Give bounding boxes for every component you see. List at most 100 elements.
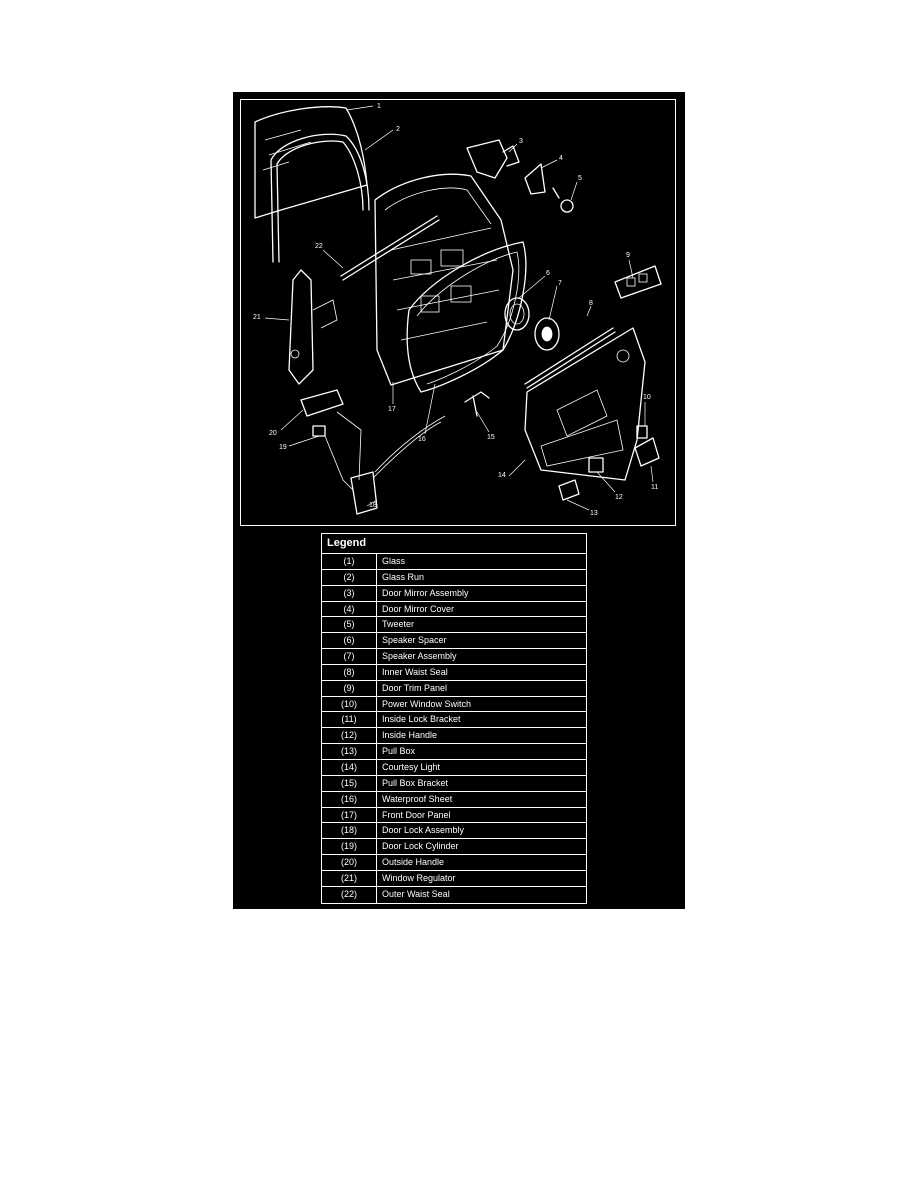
legend-row: (20) Outside Handle: [322, 855, 586, 871]
callout-6: 6: [546, 270, 550, 277]
legend-item-description: Waterproof Sheet: [382, 793, 453, 804]
legend-item-number: (3): [322, 585, 377, 601]
callout-17: 17: [388, 406, 396, 413]
legend-row: (3)Door Mirror Assembly: [322, 585, 586, 602]
callout-16: 16: [418, 436, 426, 443]
figure-frame: 1 2 3 4 5 6 7 8 9 10 11 12 13 14 15 16 1…: [233, 92, 685, 909]
leader-lines: [264, 105, 654, 511]
legend-item-number: (7): [322, 649, 377, 664]
legend-item-description: Speaker Assembly: [382, 651, 457, 662]
pull-box-part: [558, 479, 580, 501]
legend-item-number: (12): [322, 728, 377, 744]
callout-9: 9: [626, 252, 630, 259]
legend-item-description: Door Lock Assembly: [382, 825, 465, 836]
legend-item-number: (22): [322, 886, 377, 903]
legend-row: (12) Inside Handle: [322, 728, 586, 745]
legend-item-description: Outside Handle: [382, 857, 445, 868]
legend-item-description: Door Trim Panel: [382, 682, 448, 693]
outside-handle-part: [300, 389, 344, 417]
legend-row: (1) Glass: [322, 554, 586, 570]
legend-row: (17) Front Door Panel: [322, 807, 586, 824]
legend-item-description: Glass Run: [382, 571, 425, 582]
legend-row: (4) Door Mirror Cover: [322, 601, 586, 618]
window-regulator-part: [288, 269, 338, 385]
legend-item-description: Inside Lock Bracket: [382, 714, 461, 725]
legend-item-description: Inner Waist Seal: [382, 666, 448, 677]
legend-row: (2) Glass Run: [322, 569, 586, 586]
legend-item-description: Front Door Panel: [382, 809, 451, 820]
legend-item-description: Courtesy Light: [382, 761, 441, 772]
legend-row: (13) Pull Box: [322, 744, 586, 760]
callout-2: 2: [396, 126, 400, 133]
legend-item-description: Door Mirror Cover: [382, 603, 455, 614]
power-window-switch-part: [636, 425, 648, 439]
inside-handle-part: [588, 457, 604, 473]
legend-item-number: (17): [322, 807, 377, 823]
callout-21: 21: [253, 314, 261, 321]
callout-14: 14: [498, 472, 506, 479]
callout-13: 13: [590, 510, 598, 517]
legend-item-number: (13): [322, 744, 377, 759]
outer-waist-seal-part: [340, 215, 438, 277]
callout-11: 11: [651, 484, 659, 491]
door-parts-illustration: [254, 105, 662, 515]
door-mirror-cover-part: [524, 163, 546, 195]
legend-item-description: Power Window Switch: [382, 698, 472, 709]
legend-item-number: (6): [322, 633, 377, 649]
inner-waist-seal-part: [524, 327, 614, 385]
legend-item-description: Window Regulator: [382, 872, 456, 883]
legend-item-description: Glass: [382, 556, 406, 566]
legend-item-number: (1): [322, 554, 377, 569]
legend-item-number: (11): [322, 712, 377, 728]
callout-12: 12: [615, 494, 623, 501]
legend-row: (19)Door Lock Cylinder: [322, 839, 586, 856]
pull-box-bracket-part: [464, 391, 490, 417]
legend-row: (21) Window Regulator: [322, 870, 586, 887]
legend-item-number: (21): [322, 870, 377, 886]
legend-row: (22)Outer Waist Seal: [322, 886, 586, 903]
tweeter-part: [552, 187, 574, 213]
legend-item-number: (5): [322, 617, 377, 633]
legend-item-description: Inside Handle: [382, 730, 438, 741]
legend-row: (5) Tweeter: [322, 617, 586, 634]
switch-panel-part: [614, 265, 662, 299]
legend-item-number: (14): [322, 759, 377, 775]
legend-item-description: Door Lock Cylinder: [382, 841, 459, 852]
legend-item-number: (9): [322, 680, 377, 696]
legend-row: (18) Door Lock Assembly: [322, 823, 586, 840]
door-lock-assembly-part: [324, 411, 446, 515]
legend-item-description: Pull Box Bracket: [382, 777, 449, 788]
door-trim-panel-part: [524, 327, 646, 481]
legend-item-description: Pull Box: [382, 746, 416, 757]
legend-item-number: (10): [322, 696, 377, 712]
glass-run-part: [270, 133, 370, 263]
speaker-assembly-part: [534, 317, 560, 351]
callout-18: 18: [369, 502, 377, 509]
door-lock-cylinder-part: [312, 425, 326, 437]
legend-row: (7) Speaker Assembly: [322, 649, 586, 665]
callout-5: 5: [578, 175, 582, 182]
callout-8: 8: [589, 300, 593, 307]
legend-row: (16)Waterproof Sheet: [322, 791, 586, 808]
callout-22: 22: [315, 243, 323, 250]
legend-item-description: Tweeter: [382, 619, 415, 630]
legend-table: Legend (1)Glass(2)Glass Run(3)Door Mirro…: [321, 533, 587, 904]
exploded-door-diagram: 1 2 3 4 5 6 7 8 9 10 11 12 13 14 15 16 1…: [240, 99, 676, 526]
legend-row: (6)Speaker Spacer: [322, 633, 586, 650]
legend-item-number: (20): [322, 855, 377, 870]
callout-19: 19: [279, 444, 287, 451]
legend-row: (8) Inner Waist Seal: [322, 664, 586, 681]
legend-title: Legend: [322, 534, 586, 554]
legend-item-number: (18): [322, 823, 377, 839]
callout-3: 3: [519, 138, 523, 145]
legend-item-number: (8): [322, 664, 377, 680]
legend-item-number: (4): [322, 601, 377, 617]
door-mirror-assembly-part: [466, 139, 520, 179]
callout-10: 10: [643, 394, 651, 401]
legend-row: (10) Power Window Switch: [322, 696, 586, 713]
callout-4: 4: [559, 155, 563, 162]
legend-item-number: (2): [322, 569, 377, 585]
legend-row: (11) Inside Lock Bracket: [322, 712, 586, 729]
legend-row: (15) Pull Box Bracket: [322, 775, 586, 792]
legend-item-number: (15): [322, 775, 377, 791]
